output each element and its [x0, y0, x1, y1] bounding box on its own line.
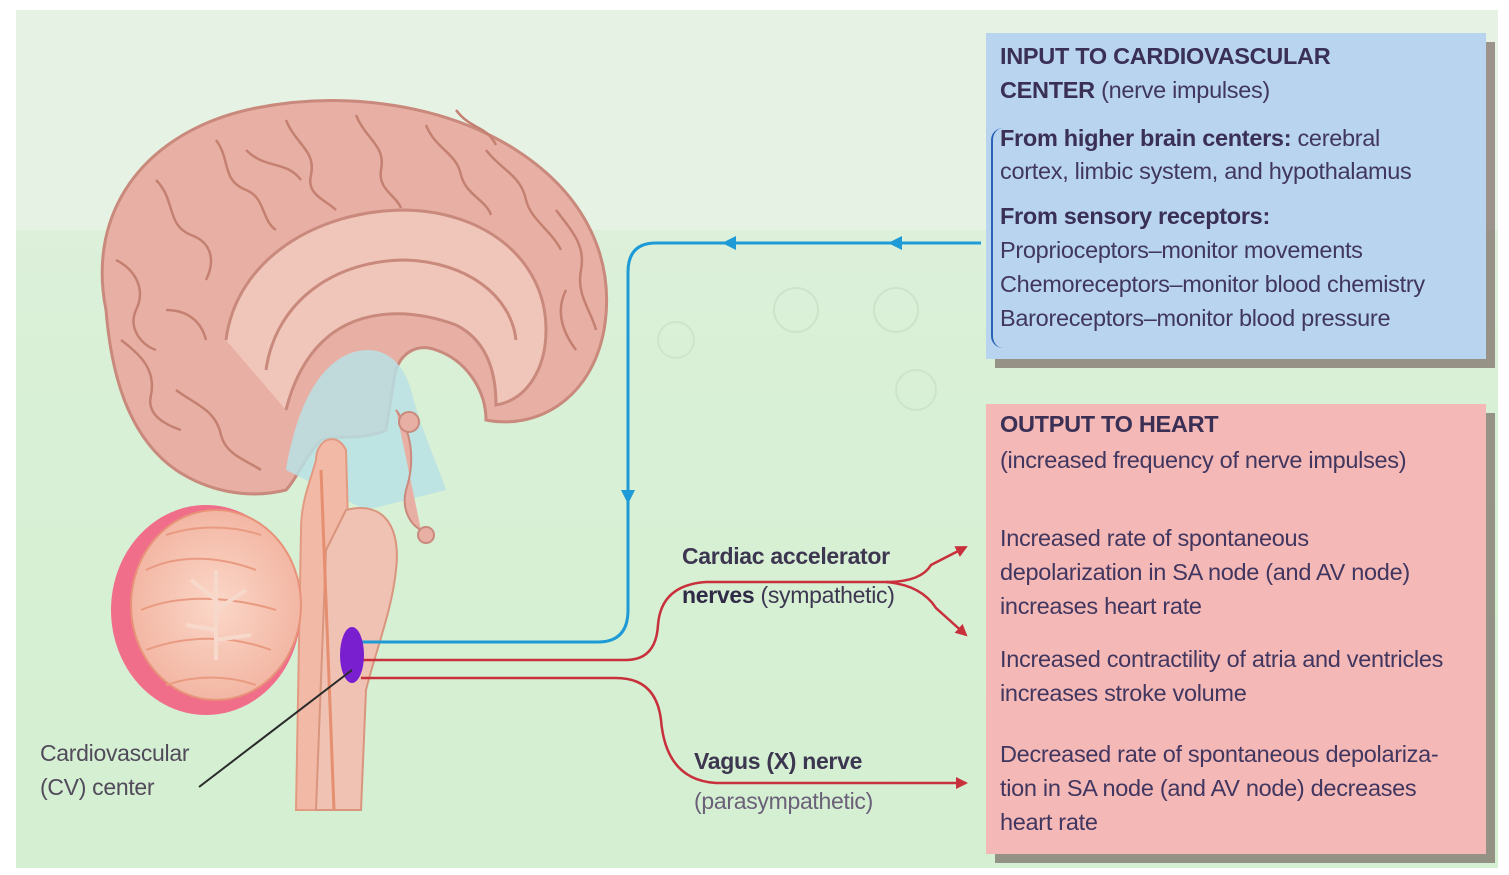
- higher-centers-text1: cerebral: [1297, 125, 1380, 151]
- input-arrow-2: [722, 236, 736, 250]
- receptor-proprioceptors: Proprioceptors–monitor movements: [1000, 234, 1363, 267]
- sensory-receptors-heading: From sensory receptors:: [1000, 200, 1270, 233]
- effect3-line1: Decreased rate of spontaneous depolariza…: [1000, 738, 1438, 771]
- cerebellum: [111, 505, 301, 715]
- cardiac-accelerator-label-line2: nerves (sympathetic): [682, 582, 895, 609]
- effect1-line2: depolarization in SA node (and AV node): [1000, 556, 1410, 589]
- parasympathetic-label: (parasympathetic): [694, 788, 873, 815]
- effect2-line1: Increased contractility of atria and ven…: [1000, 643, 1443, 676]
- sympathetic-label: (sympathetic): [760, 582, 894, 608]
- input-arrow-down: [621, 490, 635, 504]
- cv-center-label-line2: (CV) center: [40, 774, 154, 801]
- effect1-line1: Increased rate of spontaneous: [1000, 522, 1309, 555]
- higher-centers-line1: From higher brain centers: cerebral: [1000, 122, 1380, 155]
- cv-center-label-line1: Cardiovascular: [40, 740, 189, 767]
- cerebrum: [102, 101, 606, 510]
- receptor-chemoreceptors: Chemoreceptors–monitor blood chemistry: [1000, 268, 1425, 301]
- input-arrow-1: [888, 236, 902, 250]
- higher-centers-text2: cortex, limbic system, and hypothalamus: [1000, 155, 1411, 188]
- higher-centers-heading: From higher brain centers:: [1000, 125, 1291, 151]
- diagram-canvas: INPUT TO CARDIOVASCULAR CENTER (nerve im…: [16, 10, 1498, 868]
- nerves-word: nerves: [682, 582, 754, 608]
- input-title-rest: (nerve impulses): [1101, 77, 1270, 103]
- output-title: OUTPUT TO HEART: [1000, 408, 1218, 441]
- effect1-line3: increases heart rate: [1000, 590, 1202, 623]
- input-title-line2: CENTER (nerve impulses): [1000, 74, 1270, 107]
- input-title-bold: CENTER: [1000, 77, 1095, 103]
- input-title-line1: INPUT TO CARDIOVASCULAR: [1000, 40, 1330, 73]
- effect2-line2: increases stroke volume: [1000, 677, 1246, 710]
- vagus-nerve-label: Vagus (X) nerve: [694, 748, 862, 775]
- output-subtitle: (increased frequency of nerve impulses): [1000, 444, 1406, 477]
- receptor-baroreceptors: Baroreceptors–monitor blood pressure: [1000, 302, 1390, 335]
- effect3-line3: heart rate: [1000, 806, 1098, 839]
- effect3-line2: tion in SA node (and AV node) decreases: [1000, 772, 1416, 805]
- cv-center-marker: [340, 627, 364, 683]
- cardiac-accelerator-label: Cardiac accelerator: [682, 543, 890, 570]
